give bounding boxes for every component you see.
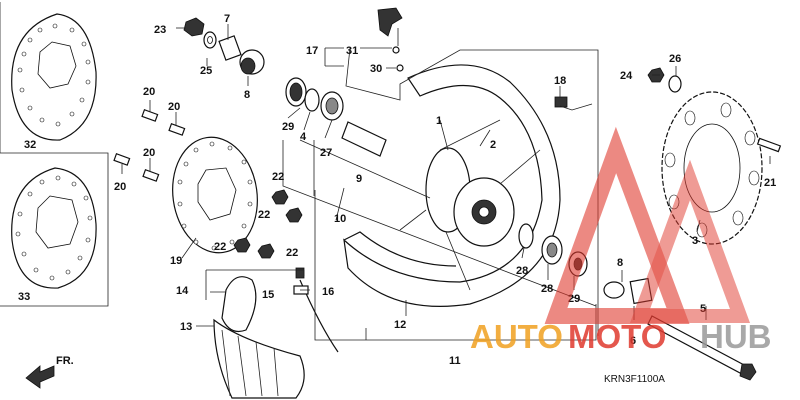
front-direction-arrow	[25, 365, 55, 389]
callout-19: 19	[170, 255, 182, 267]
callout-20-c: 20	[143, 147, 155, 159]
callout-labels: 23 7 25 8 17 31 30 20 20 20 20 29 4 27 9…	[18, 13, 776, 385]
axle-5	[603, 277, 757, 381]
callout-1: 1	[436, 115, 442, 127]
callout-32: 32	[24, 139, 36, 151]
callout-8-left: 8	[244, 89, 250, 101]
leader-lines	[121, 24, 771, 341]
callout-31: 31	[346, 45, 358, 57]
callout-13: 13	[180, 321, 192, 333]
watermark-word-hub: HUB	[700, 318, 772, 355]
callout-22-a: 22	[272, 171, 284, 183]
callout-29-left: 29	[282, 121, 294, 133]
callout-22-b: 22	[258, 209, 270, 221]
brake-disc-32	[11, 13, 97, 141]
callout-24: 24	[620, 70, 633, 82]
watermark-word-auto: AUTO	[470, 318, 563, 355]
callout-30: 30	[370, 63, 382, 75]
brake-disc-19	[172, 136, 258, 254]
callout-4: 4	[300, 131, 307, 143]
callout-17: 17	[306, 45, 318, 57]
callout-8-right: 8	[617, 257, 623, 269]
watermark-logo: AUTO MOTO HUB	[470, 126, 772, 355]
callout-2: 2	[490, 139, 496, 151]
callout-9: 9	[356, 173, 362, 185]
callout-18: 18	[554, 75, 566, 87]
callout-15: 15	[262, 289, 274, 301]
inset-frames	[0, 2, 109, 307]
callout-33: 33	[18, 291, 30, 303]
tire-and-tube	[213, 267, 339, 399]
callout-22-c: 22	[214, 241, 226, 253]
callout-23: 23	[154, 24, 166, 36]
callout-27: 27	[320, 147, 332, 159]
rim-lock-18	[554, 96, 568, 108]
valve-stem	[377, 7, 404, 72]
bolts-20	[113, 109, 186, 182]
callout-7: 7	[224, 13, 230, 25]
watermark-triangle-icon	[544, 126, 751, 324]
callout-20-b: 20	[168, 101, 180, 113]
callout-20-a: 20	[143, 86, 155, 98]
wheel-rim	[343, 64, 561, 307]
callout-22-d: 22	[286, 247, 298, 259]
diagram-code: KRN3F1100A	[604, 374, 665, 385]
brake-disc-33	[11, 167, 97, 289]
callout-28-b: 28	[541, 283, 553, 295]
callout-3: 3	[692, 235, 698, 247]
callout-6: 6	[630, 335, 636, 347]
callout-11: 11	[449, 355, 461, 367]
callout-25: 25	[200, 65, 212, 77]
watermark-word-moto: MOTO	[568, 318, 666, 355]
callout-16: 16	[322, 286, 334, 298]
callout-10: 10	[334, 213, 346, 225]
callout-21: 21	[764, 177, 776, 189]
hub-bearings-left	[285, 77, 387, 157]
callout-14: 14	[176, 285, 189, 297]
callout-26: 26	[669, 53, 681, 65]
callout-12: 12	[394, 319, 406, 331]
callout-28-a: 28	[516, 265, 528, 277]
axle-nut-parts	[183, 17, 265, 75]
callout-20-d: 20	[114, 181, 126, 193]
front-direction-label: FR.	[56, 355, 74, 367]
nuts-22	[233, 189, 303, 259]
